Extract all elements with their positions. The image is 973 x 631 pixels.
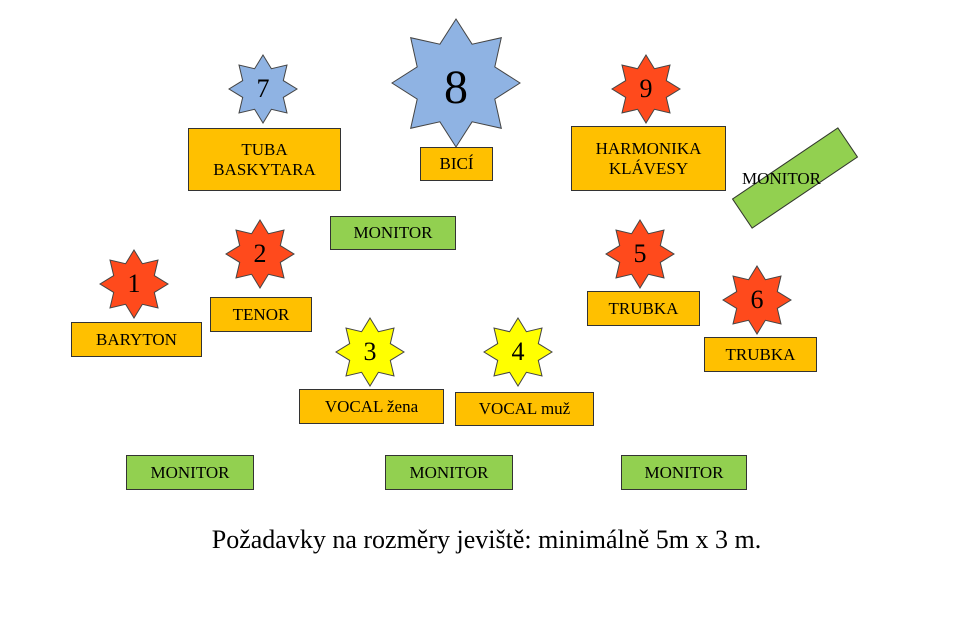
star-label-4: 4: [511, 337, 525, 366]
monitor-bottom-left-label: MONITOR: [150, 462, 230, 482]
monitor-bottom-left: MONITOR: [126, 455, 254, 490]
monitor-center-top-label: MONITOR: [353, 223, 433, 243]
harmonika-label: HARMONIKA: [595, 138, 702, 158]
baryton-box: BARYTON: [71, 322, 202, 357]
monitor-bottom-right: MONITOR: [621, 455, 747, 490]
trubka-6-label: TRUBKA: [725, 344, 796, 364]
vocal-muz-label: VOCAL muž: [478, 399, 571, 419]
star-label-2: 2: [253, 239, 267, 268]
vocal-zena-label: VOCAL žena: [324, 396, 419, 416]
star-9-shape: [611, 54, 681, 124]
trubka-5-box: TRUBKA: [587, 291, 700, 326]
star-1-shape: [99, 249, 169, 319]
star-label-6: 6: [750, 285, 764, 314]
star-2-shape: [225, 219, 295, 289]
star-label-9: 9: [639, 74, 653, 103]
star-label-3: 3: [363, 337, 377, 366]
baryton-label: BARYTON: [96, 329, 177, 349]
bici-label: BICÍ: [439, 154, 474, 174]
monitor-rotated-right-label: MONITOR: [742, 169, 822, 188]
tenor-label: TENOR: [232, 304, 290, 324]
vocal-zena-box: VOCAL žena: [299, 389, 444, 424]
vocal-muz-box: VOCAL muž: [455, 392, 594, 426]
star-7-shape: [228, 54, 298, 124]
tuba-label: TUBA: [241, 139, 288, 159]
baskytara-label: BASKYTARA: [213, 159, 316, 179]
monitor-bottom-right-label: MONITOR: [644, 462, 724, 482]
star-label-1: 1: [127, 269, 141, 298]
monitor-bottom-center: MONITOR: [385, 455, 513, 490]
bici-box: BICÍ: [420, 147, 493, 181]
stage-requirements-note: Požadavky na rozměry jeviště: minimálně …: [211, 525, 762, 554]
star-5-shape: [605, 219, 675, 289]
trubka-5-label: TRUBKA: [608, 298, 679, 318]
monitor-bottom-center-label: MONITOR: [409, 462, 489, 482]
star-label-8: 8: [444, 60, 468, 114]
star-6-shape: [722, 265, 792, 335]
star-3-shape: [335, 317, 405, 387]
tenor-box: TENOR: [210, 297, 312, 332]
monitor-center-top: MONITOR: [330, 216, 456, 250]
klavesy-label: KLÁVESY: [608, 158, 689, 178]
tuba-baskytara-box: TUBA BASKYTARA: [188, 128, 341, 191]
trubka-6-box: TRUBKA: [704, 337, 817, 372]
star-label-7: 7: [256, 74, 270, 103]
star-label-5: 5: [633, 239, 647, 268]
harmonika-klavesy-box: HARMONIKA KLÁVESY: [571, 126, 726, 191]
star-4-shape: [483, 317, 553, 387]
